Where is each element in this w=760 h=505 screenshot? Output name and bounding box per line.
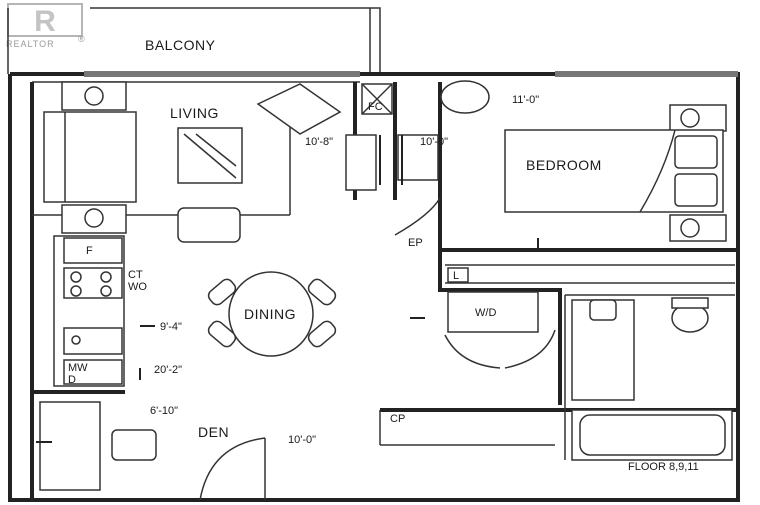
dim-living-depth: 10'-8": [305, 136, 333, 148]
armchair: [177, 207, 241, 243]
fridge-label: F: [86, 245, 93, 257]
living-label: LIVING: [170, 105, 219, 121]
balcony-label: BALCONY: [145, 37, 216, 53]
den-desk: [39, 401, 101, 491]
den-furniture: DEN CP: [39, 401, 405, 491]
bedroom-label: BEDROOM: [526, 157, 602, 173]
fc-closet: FC: [345, 83, 439, 191]
bedroom-furniture: BEDROOM: [440, 80, 727, 242]
svg-text:R: R: [34, 5, 56, 38]
exterior-walls: [8, 71, 740, 502]
dim-den-depth: 6'-10": [150, 405, 178, 417]
lounge-chair: [256, 83, 342, 135]
balcony-area: BALCONY: [7, 7, 381, 74]
washer-dryer: [447, 291, 539, 333]
realtor-logo: R REALTOR ®: [6, 3, 86, 49]
sofa: [43, 111, 137, 203]
laundry: L W/D EP: [408, 237, 539, 333]
bedroom-chair: [440, 80, 490, 114]
kitchen: F CT WO MW D: [53, 235, 147, 387]
dim-total-length: 20'-2": [154, 364, 182, 376]
wd-label: W/D: [475, 307, 496, 319]
bathtub: [571, 409, 733, 461]
living-furniture: LIVING: [43, 81, 342, 243]
ct-label: CT: [128, 269, 143, 281]
mw-d: [63, 359, 123, 385]
dining-set: DINING: [207, 271, 337, 357]
den-label: DEN: [198, 424, 229, 440]
realtor-brand-text: REALTOR: [6, 39, 55, 49]
mw-label: MW: [68, 362, 88, 374]
sink: [63, 327, 123, 355]
dim-bedroom-depth: 10'-0": [420, 136, 448, 148]
dimension-labels: 11'-0" 10'-8" 10'-0" 9'-4" 20'-2" 6'-10"…: [150, 94, 539, 446]
door-swings: [199, 197, 556, 501]
dining-label: DINING: [244, 306, 296, 322]
dimension-ticks: [36, 135, 539, 443]
fc-label: FC: [368, 101, 383, 113]
dim-den-width: 10'-0": [288, 434, 316, 446]
dining-table: [228, 271, 314, 357]
dim-dining-width: 9'-4": [160, 321, 182, 333]
fridge: [63, 237, 123, 264]
linen-label: L: [453, 270, 459, 282]
cp-label: CP: [390, 413, 405, 425]
dim-bedroom-width: 11'-0": [512, 94, 539, 106]
dw-label: D: [68, 374, 76, 386]
floor-label: FLOOR 8,9,11: [628, 461, 699, 473]
wo-label: WO: [128, 281, 147, 293]
bathroom: [571, 297, 733, 461]
realtor-mark-text: ®: [78, 34, 86, 44]
ep-label: EP: [408, 237, 423, 249]
